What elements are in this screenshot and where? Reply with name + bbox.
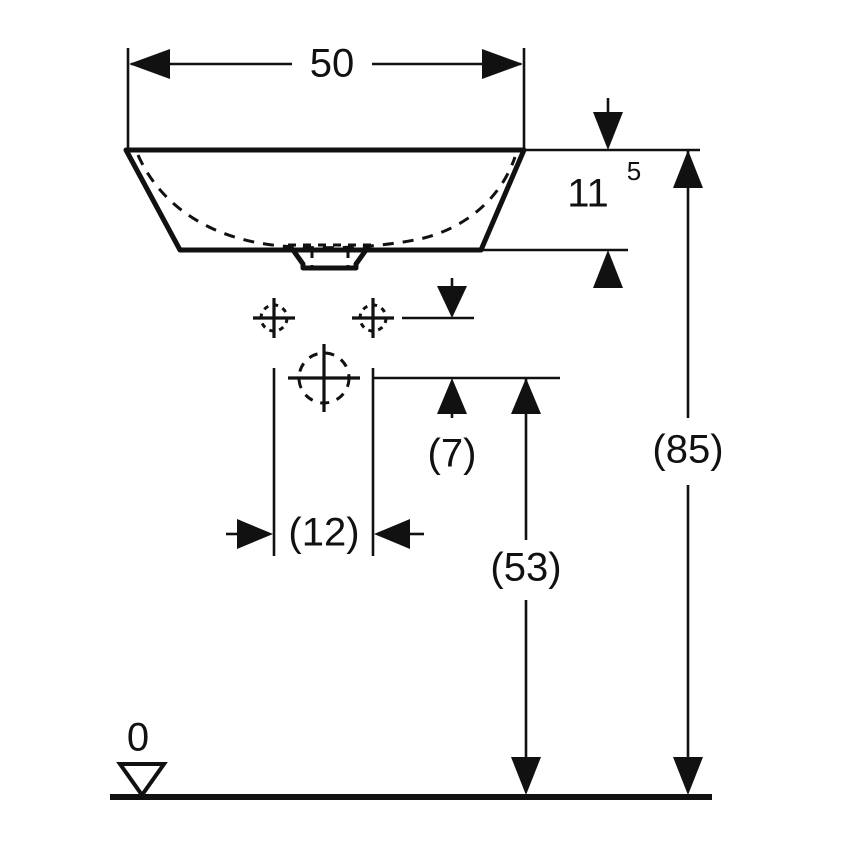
rim-height-arrow-bottom — [673, 757, 703, 795]
floor-datum-group: 0 — [110, 716, 712, 800]
basin-height-dimension-group: 11 5 — [481, 98, 700, 288]
waste-height-arrow-top — [511, 378, 541, 414]
tap-hole-offset-upper-arrow — [437, 286, 467, 318]
width-dimension-label: 50 — [310, 42, 355, 86]
basin-height-upper-arrow — [593, 112, 623, 150]
basin-height-label-superscript: 5 — [627, 156, 641, 186]
floor-datum-label: 0 — [127, 716, 149, 760]
tap-hole-right-circle — [358, 303, 388, 333]
rim-height-dimension-group: (85) — [652, 150, 724, 795]
tap-hole-offset-dimension-group: (7) — [373, 278, 560, 476]
waste-outlet-body — [290, 247, 369, 271]
waste-centermark — [288, 344, 360, 412]
rim-height-arrow-top — [673, 150, 703, 188]
width-dimension-group: 50 — [126, 42, 526, 148]
tap-hole-offset-lower-arrow — [437, 378, 467, 414]
basin-height-label: 11 — [567, 172, 609, 216]
basin-body-group — [123, 147, 527, 271]
tap-hole-spacing-arrow-left — [237, 519, 273, 549]
waste-height-dimension-group: (53) — [490, 378, 562, 795]
rim-height-label: (85) — [652, 428, 723, 472]
width-arrow-right — [482, 49, 523, 79]
tap-hole-spacing-arrow-right — [374, 519, 410, 549]
tap-hole-left-centermark — [253, 298, 295, 338]
waste-height-arrow-bottom — [511, 757, 541, 795]
tap-hole-offset-label: (7) — [428, 432, 477, 476]
tap-hole-right-centermark — [352, 298, 394, 338]
width-arrow-left — [129, 49, 170, 79]
basin-outer-outline — [123, 147, 527, 253]
tap-hole-spacing-label: (12) — [288, 511, 359, 555]
basin-height-lower-arrow — [593, 250, 623, 288]
tap-hole-spacing-dimension-group: (12) — [226, 368, 424, 556]
waste-height-label: (53) — [490, 546, 561, 590]
datum-triangle-icon — [116, 762, 168, 799]
tap-hole-left-circle — [259, 303, 289, 333]
basin-inner-bowl-hidden-edge — [136, 154, 517, 250]
waste-centermark-circle — [297, 351, 351, 405]
